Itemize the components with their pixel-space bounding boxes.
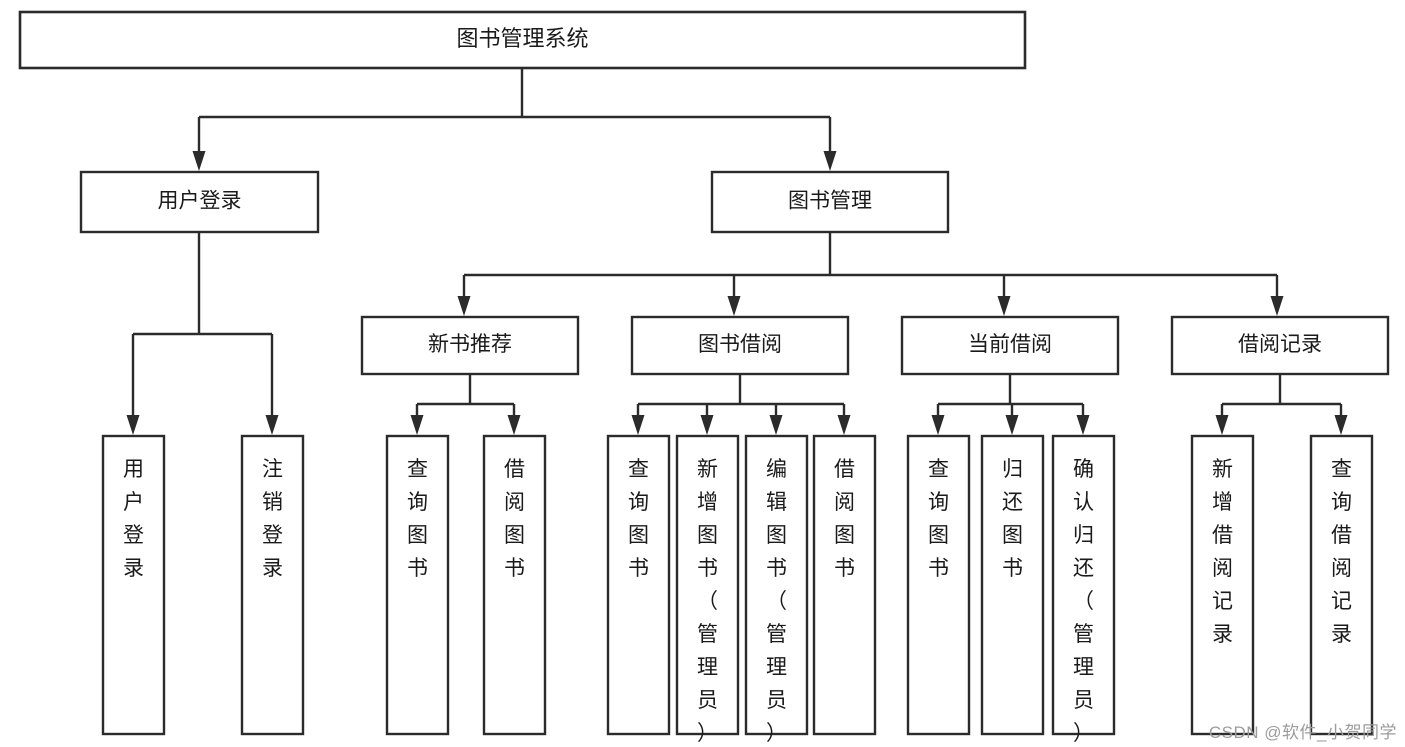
node-leaf-leaf-add-book-admin[interactable]: 新增图书（管理员） [675, 434, 740, 745]
connector-cb-bus [931, 402, 1090, 435]
connector-ul-bus [126, 332, 279, 435]
node-box[interactable] [812, 434, 877, 736]
node-label: 图书管理系统 [456, 26, 588, 51]
node-label: 当前借阅 [968, 333, 1052, 356]
node-box[interactable] [79, 170, 320, 234]
node-label: 归还图书 [1002, 458, 1023, 580]
node-box[interactable] [606, 434, 671, 736]
node-l3-borrow-record[interactable]: 借阅记录 [1170, 315, 1390, 376]
node-label: 借阅图书 [834, 458, 855, 580]
node-label: 新增图书（管理员） [697, 458, 718, 745]
node-box[interactable] [18, 10, 1027, 70]
node-label: 借阅记录 [1238, 333, 1322, 356]
node-box[interactable] [630, 315, 850, 376]
node-leaf-leaf-return-book[interactable]: 归还图书 [980, 434, 1045, 736]
node-leaf-leaf-confirm-return-admin[interactable]: 确认归还（管理员） [1051, 434, 1116, 745]
node-leaf-leaf-query-borrow-record[interactable]: 查询借阅记录 [1309, 434, 1374, 736]
node-leaf-leaf-query-book-recommend[interactable]: 查询图书 [385, 434, 450, 736]
node-box[interactable] [744, 434, 809, 736]
node-layer: 图书管理系统用户登录图书管理新书推荐图书借阅当前借阅借阅记录用户登录注销登录查询… [18, 10, 1390, 745]
node-leaf-leaf-query-book-borrow[interactable]: 查询图书 [606, 434, 671, 736]
node-label: 查询图书 [928, 458, 949, 580]
node-box[interactable] [710, 170, 950, 234]
node-leaf-leaf-borrow-book-recommend[interactable]: 借阅图书 [482, 434, 547, 736]
node-box[interactable] [240, 434, 305, 736]
node-label: 注销登录 [262, 458, 283, 580]
node-box[interactable] [1051, 434, 1116, 736]
node-box[interactable] [1190, 434, 1255, 736]
node-l3-book-borrow[interactable]: 图书借阅 [630, 315, 850, 376]
connector-bm-bus [457, 273, 1284, 316]
connector-bb-bus [631, 402, 851, 435]
node-box[interactable] [385, 434, 450, 736]
connector-root-bus [192, 115, 837, 171]
node-leaf-leaf-user-login[interactable]: 用户登录 [101, 434, 166, 736]
node-label: 用户登录 [158, 190, 242, 213]
node-l3-current-borrow[interactable]: 当前借阅 [900, 315, 1120, 376]
node-label: 查询借阅记录 [1331, 458, 1352, 646]
node-leaf-leaf-borrow-book[interactable]: 借阅图书 [812, 434, 877, 736]
connector-br-bus [1215, 402, 1348, 435]
node-box[interactable] [980, 434, 1045, 736]
node-box[interactable] [906, 434, 971, 736]
connector-nbr-bus [410, 402, 521, 435]
connector-layer [126, 68, 1348, 435]
node-label: 查询图书 [628, 458, 649, 580]
node-box[interactable] [900, 315, 1120, 376]
node-l2-user-login[interactable]: 用户登录 [79, 170, 320, 234]
node-box[interactable] [1309, 434, 1374, 736]
node-leaf-leaf-add-borrow-record[interactable]: 新增借阅记录 [1190, 434, 1255, 736]
node-label: 查询图书 [407, 458, 428, 580]
node-label: 用户登录 [123, 458, 144, 580]
node-box[interactable] [675, 434, 740, 736]
node-root-system[interactable]: 图书管理系统 [18, 10, 1027, 70]
node-leaf-leaf-logout[interactable]: 注销登录 [240, 434, 305, 736]
node-label: 新书推荐 [428, 333, 512, 356]
node-label: 新增借阅记录 [1212, 458, 1233, 646]
node-leaf-leaf-query-book-current[interactable]: 查询图书 [906, 434, 971, 736]
node-box[interactable] [360, 315, 580, 376]
node-label: 借阅图书 [504, 458, 525, 580]
node-label: 图书管理 [788, 190, 872, 213]
node-box[interactable] [1170, 315, 1390, 376]
node-label: 编辑图书（管理员） [766, 458, 787, 745]
node-leaf-leaf-edit-book-admin[interactable]: 编辑图书（管理员） [744, 434, 809, 745]
node-label: 确认归还（管理员） [1073, 458, 1094, 745]
node-l3-new-book-recommend[interactable]: 新书推荐 [360, 315, 580, 376]
node-label: 图书借阅 [698, 333, 782, 356]
node-box[interactable] [482, 434, 547, 736]
node-box[interactable] [101, 434, 166, 736]
node-l2-book-management[interactable]: 图书管理 [710, 170, 950, 234]
